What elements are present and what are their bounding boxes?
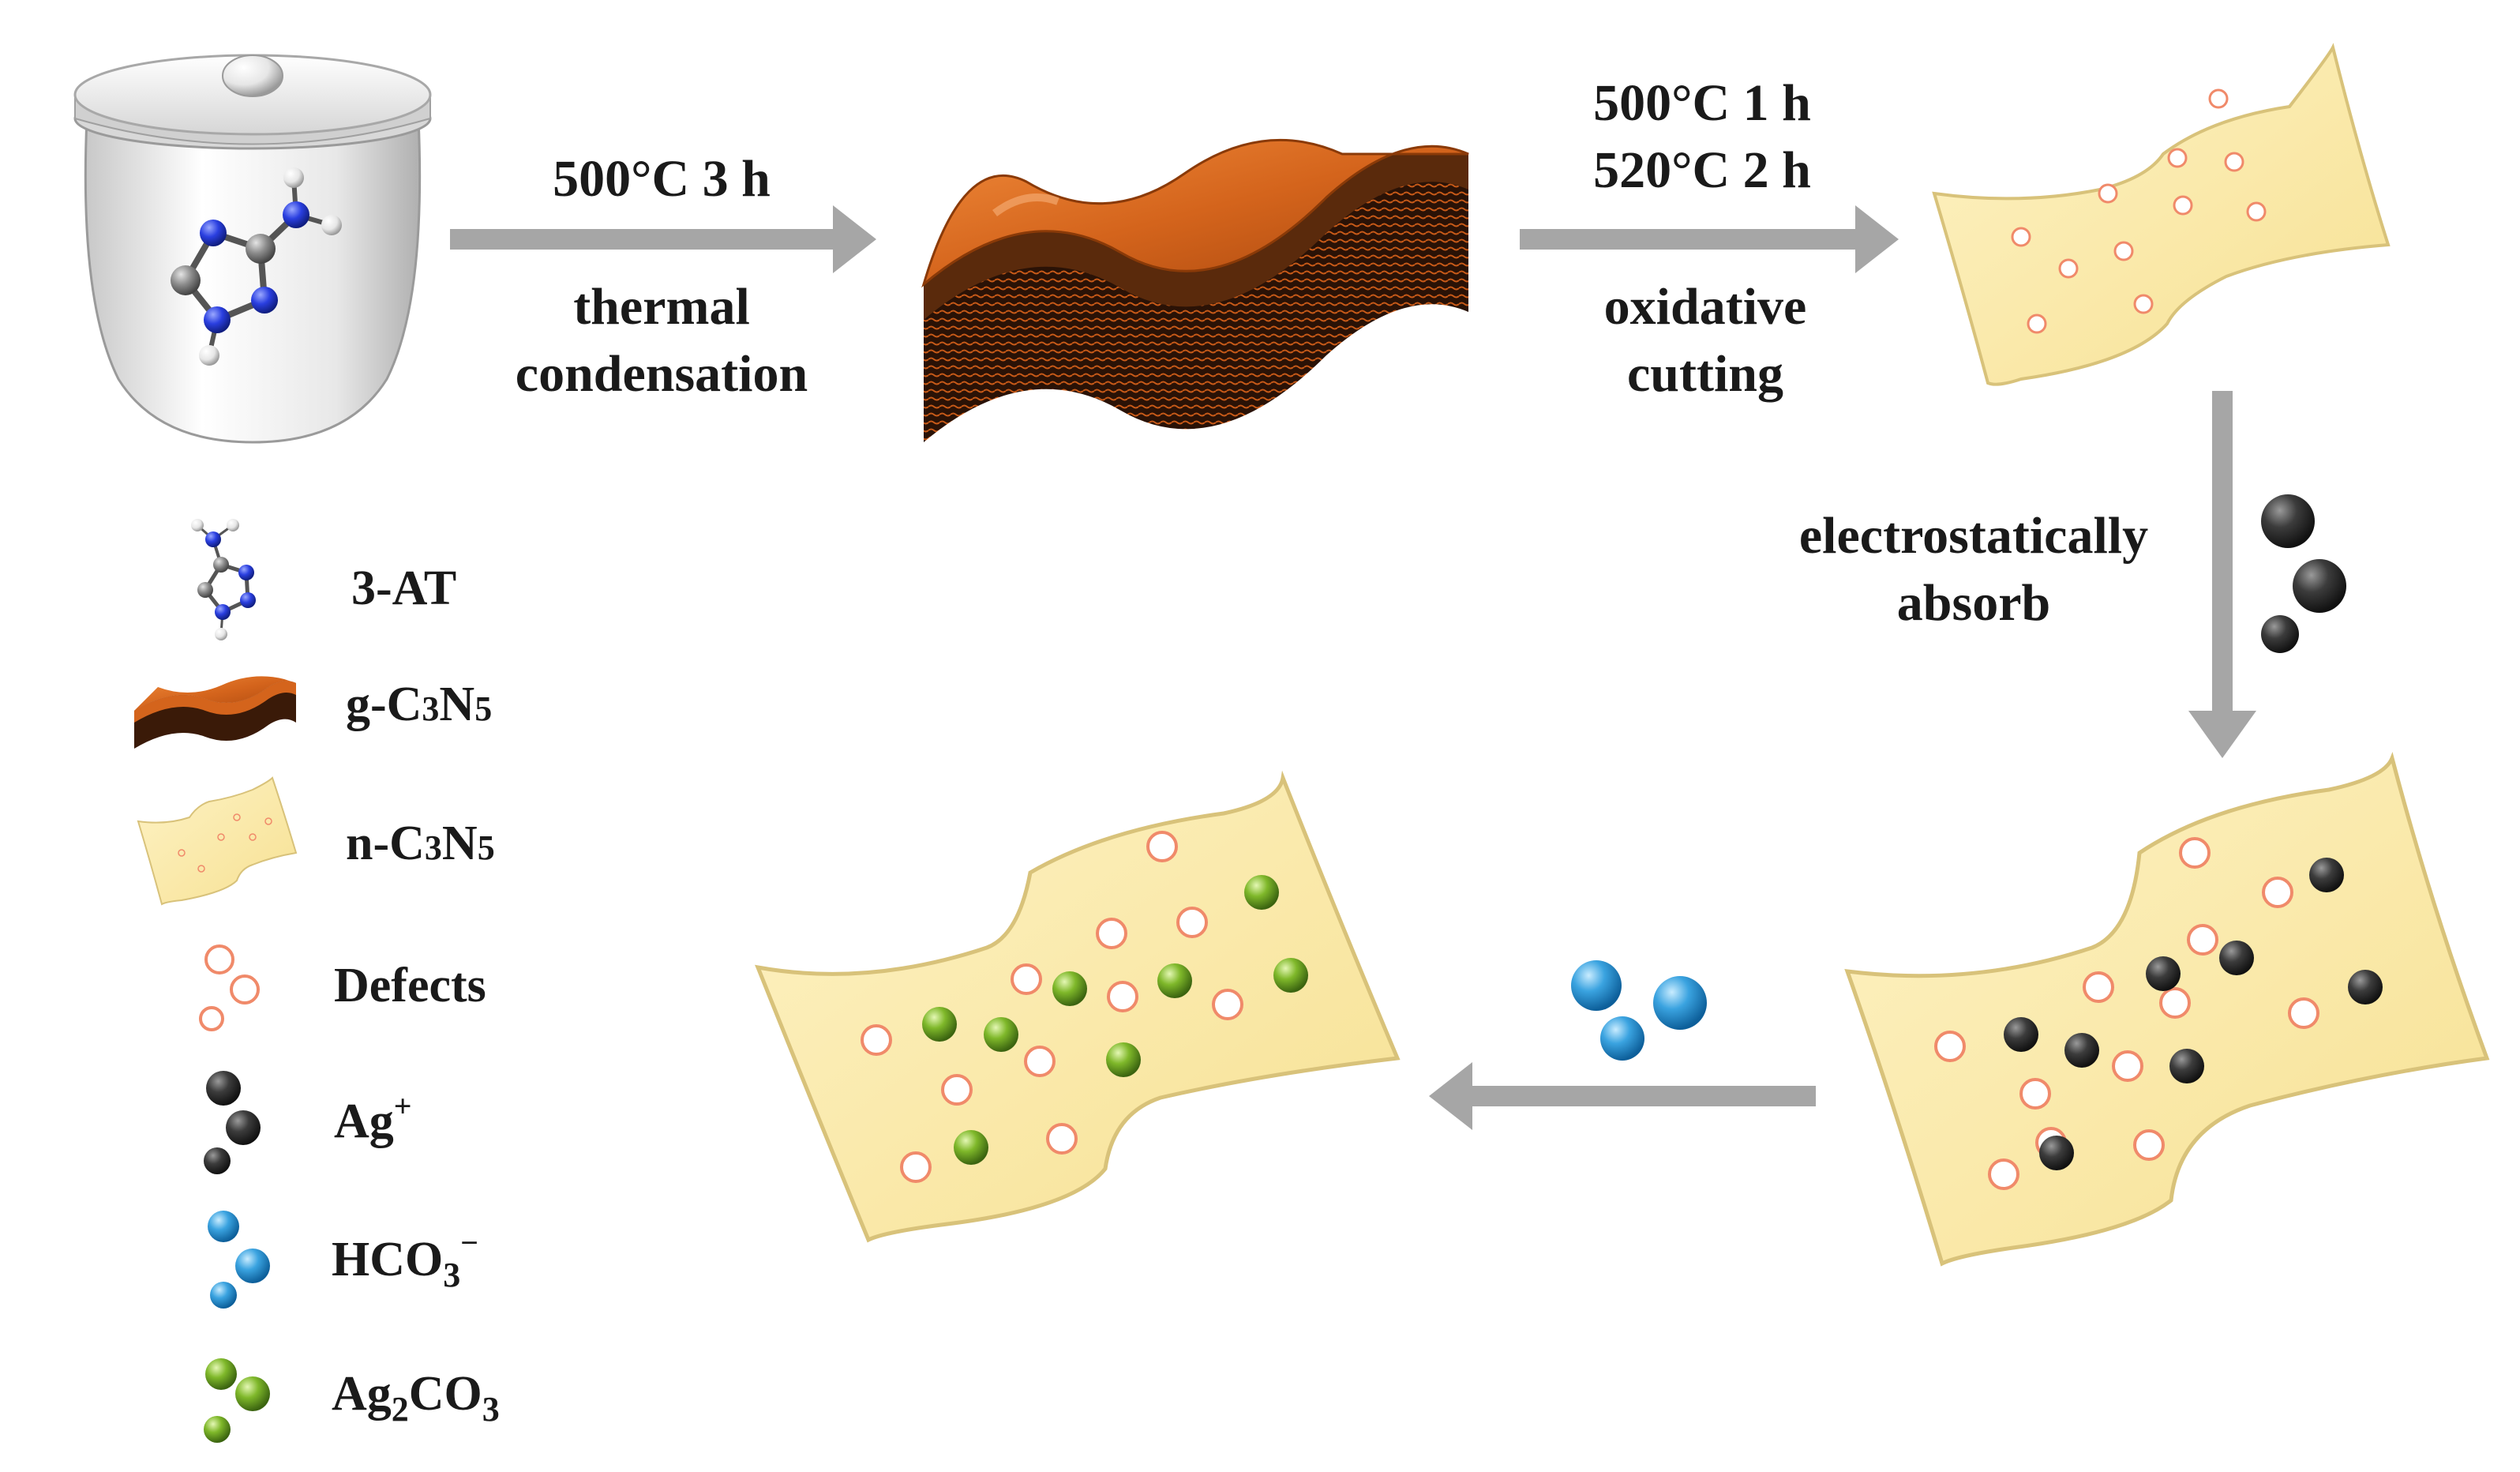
defect-ring xyxy=(2262,877,2293,908)
arrow-step4 xyxy=(1429,1062,1816,1130)
defect-ring xyxy=(900,1151,932,1183)
ag-ion xyxy=(2169,1049,2204,1083)
ag2co3-loaded-sheet xyxy=(755,770,1401,1243)
defect-ring xyxy=(1011,963,1042,995)
defect-ring xyxy=(1934,1031,1966,1062)
defect-ring xyxy=(1146,831,1178,862)
defect-ring xyxy=(2179,837,2211,869)
ag-loaded-sheet xyxy=(1844,752,2490,1267)
legend-defects-icon xyxy=(199,944,260,1031)
defect-ring xyxy=(1096,918,1127,949)
defect-ring xyxy=(2288,997,2319,1029)
crucible-icon xyxy=(73,54,432,444)
defects-group xyxy=(1934,837,2319,1190)
legend-nc3n5-icon xyxy=(137,776,298,906)
defect-ring xyxy=(1046,1123,1078,1155)
defect-ring xyxy=(2224,152,2244,172)
triazole-molecule-icon xyxy=(171,167,342,366)
legend-hco3-label: HCO3− xyxy=(332,1225,478,1294)
ag-ions-group xyxy=(2004,858,2383,1170)
legend: 3-AT g-C3N5 n-C3N5 Defects A xyxy=(134,519,500,1443)
gc3n5-sheet xyxy=(921,138,1469,442)
ag2co3-particle xyxy=(1244,875,1279,910)
ag-ion xyxy=(2219,941,2254,975)
ag2co3-particle xyxy=(1273,958,1308,993)
defect-ring xyxy=(2133,294,2154,314)
step1-condition: 500°C 3 h xyxy=(553,150,771,208)
step2-condition2: 520°C 2 h xyxy=(1593,141,1811,199)
ag2co3-particle xyxy=(1157,963,1192,998)
defects-group xyxy=(861,831,1243,1183)
ag2co3-particles-group xyxy=(922,875,1308,1165)
defect-ring xyxy=(1107,981,1138,1012)
defect-ring xyxy=(1988,1158,2019,1190)
ag-ion xyxy=(2004,1017,2038,1052)
ag2co3-particle xyxy=(984,1017,1018,1052)
defect-ring xyxy=(2098,183,2118,204)
defect-ring xyxy=(2019,1078,2051,1110)
defect-ring xyxy=(2173,195,2193,216)
step2-label-line1: oxidative xyxy=(1604,278,1807,336)
step3-label-line2: absorb xyxy=(1897,574,2050,632)
ag-ion xyxy=(2348,970,2383,1004)
hco3-ions-free xyxy=(1571,960,1707,1061)
legend-ag-label: Ag+ xyxy=(334,1088,412,1148)
arrow-step1 xyxy=(450,205,876,273)
defect-ring xyxy=(2058,258,2079,279)
defect-ring xyxy=(2113,241,2134,261)
defect-ring xyxy=(1176,907,1208,938)
defect-ring xyxy=(2167,148,2188,168)
ag-ion xyxy=(2146,956,2181,991)
defect-ring xyxy=(2112,1050,2143,1082)
defect-ring xyxy=(2246,201,2267,222)
step1-label-line2: condensation xyxy=(516,345,808,403)
nc3n5-sheet xyxy=(1932,43,2391,386)
ag2co3-particle xyxy=(1052,971,1087,1006)
legend-hco3-icon xyxy=(208,1211,270,1309)
ag-ions-free xyxy=(2261,494,2346,653)
defect-ring xyxy=(1024,1046,1056,1077)
legend-gc3n5-label: g-C3N5 xyxy=(346,678,492,731)
ag-ion xyxy=(2039,1136,2074,1170)
step2-label-line2: cutting xyxy=(1627,345,1783,403)
defect-ring xyxy=(2187,924,2218,956)
defect-ring xyxy=(2159,987,2191,1019)
step3-label-line1: electrostatically xyxy=(1799,507,2148,565)
defect-ring xyxy=(1212,989,1243,1020)
step1-label-line1: thermal xyxy=(573,278,750,336)
arrow-step2 xyxy=(1520,205,1899,273)
legend-gc3n5-icon xyxy=(134,676,296,749)
ag2co3-particle xyxy=(922,1007,957,1042)
ag-ion xyxy=(2309,858,2344,892)
defect-ring xyxy=(861,1024,892,1056)
defect-ring xyxy=(2083,971,2114,1003)
legend-3at-label: 3-AT xyxy=(351,561,456,615)
legend-ag2co3-icon xyxy=(204,1358,270,1443)
defect-ring xyxy=(941,1074,973,1106)
ag2co3-particle xyxy=(954,1130,988,1165)
defect-ring xyxy=(2133,1129,2165,1161)
legend-defects-label: Defects xyxy=(334,959,486,1012)
arrow-step3 xyxy=(2188,391,2256,758)
defect-ring xyxy=(2027,314,2047,334)
ag-ion xyxy=(2064,1033,2099,1068)
defect-ring xyxy=(2011,227,2031,247)
defect-ring xyxy=(2208,88,2229,109)
legend-ag2co3-label: Ag2CO3 xyxy=(332,1367,500,1429)
legend-nc3n5-label: n-C3N5 xyxy=(346,817,495,870)
defects-group xyxy=(2011,88,2267,334)
step2-condition1: 500°C 1 h xyxy=(1593,74,1811,132)
ag2co3-particle xyxy=(1106,1042,1141,1077)
legend-ag-icon xyxy=(204,1071,261,1174)
legend-molecule-icon xyxy=(191,519,256,640)
